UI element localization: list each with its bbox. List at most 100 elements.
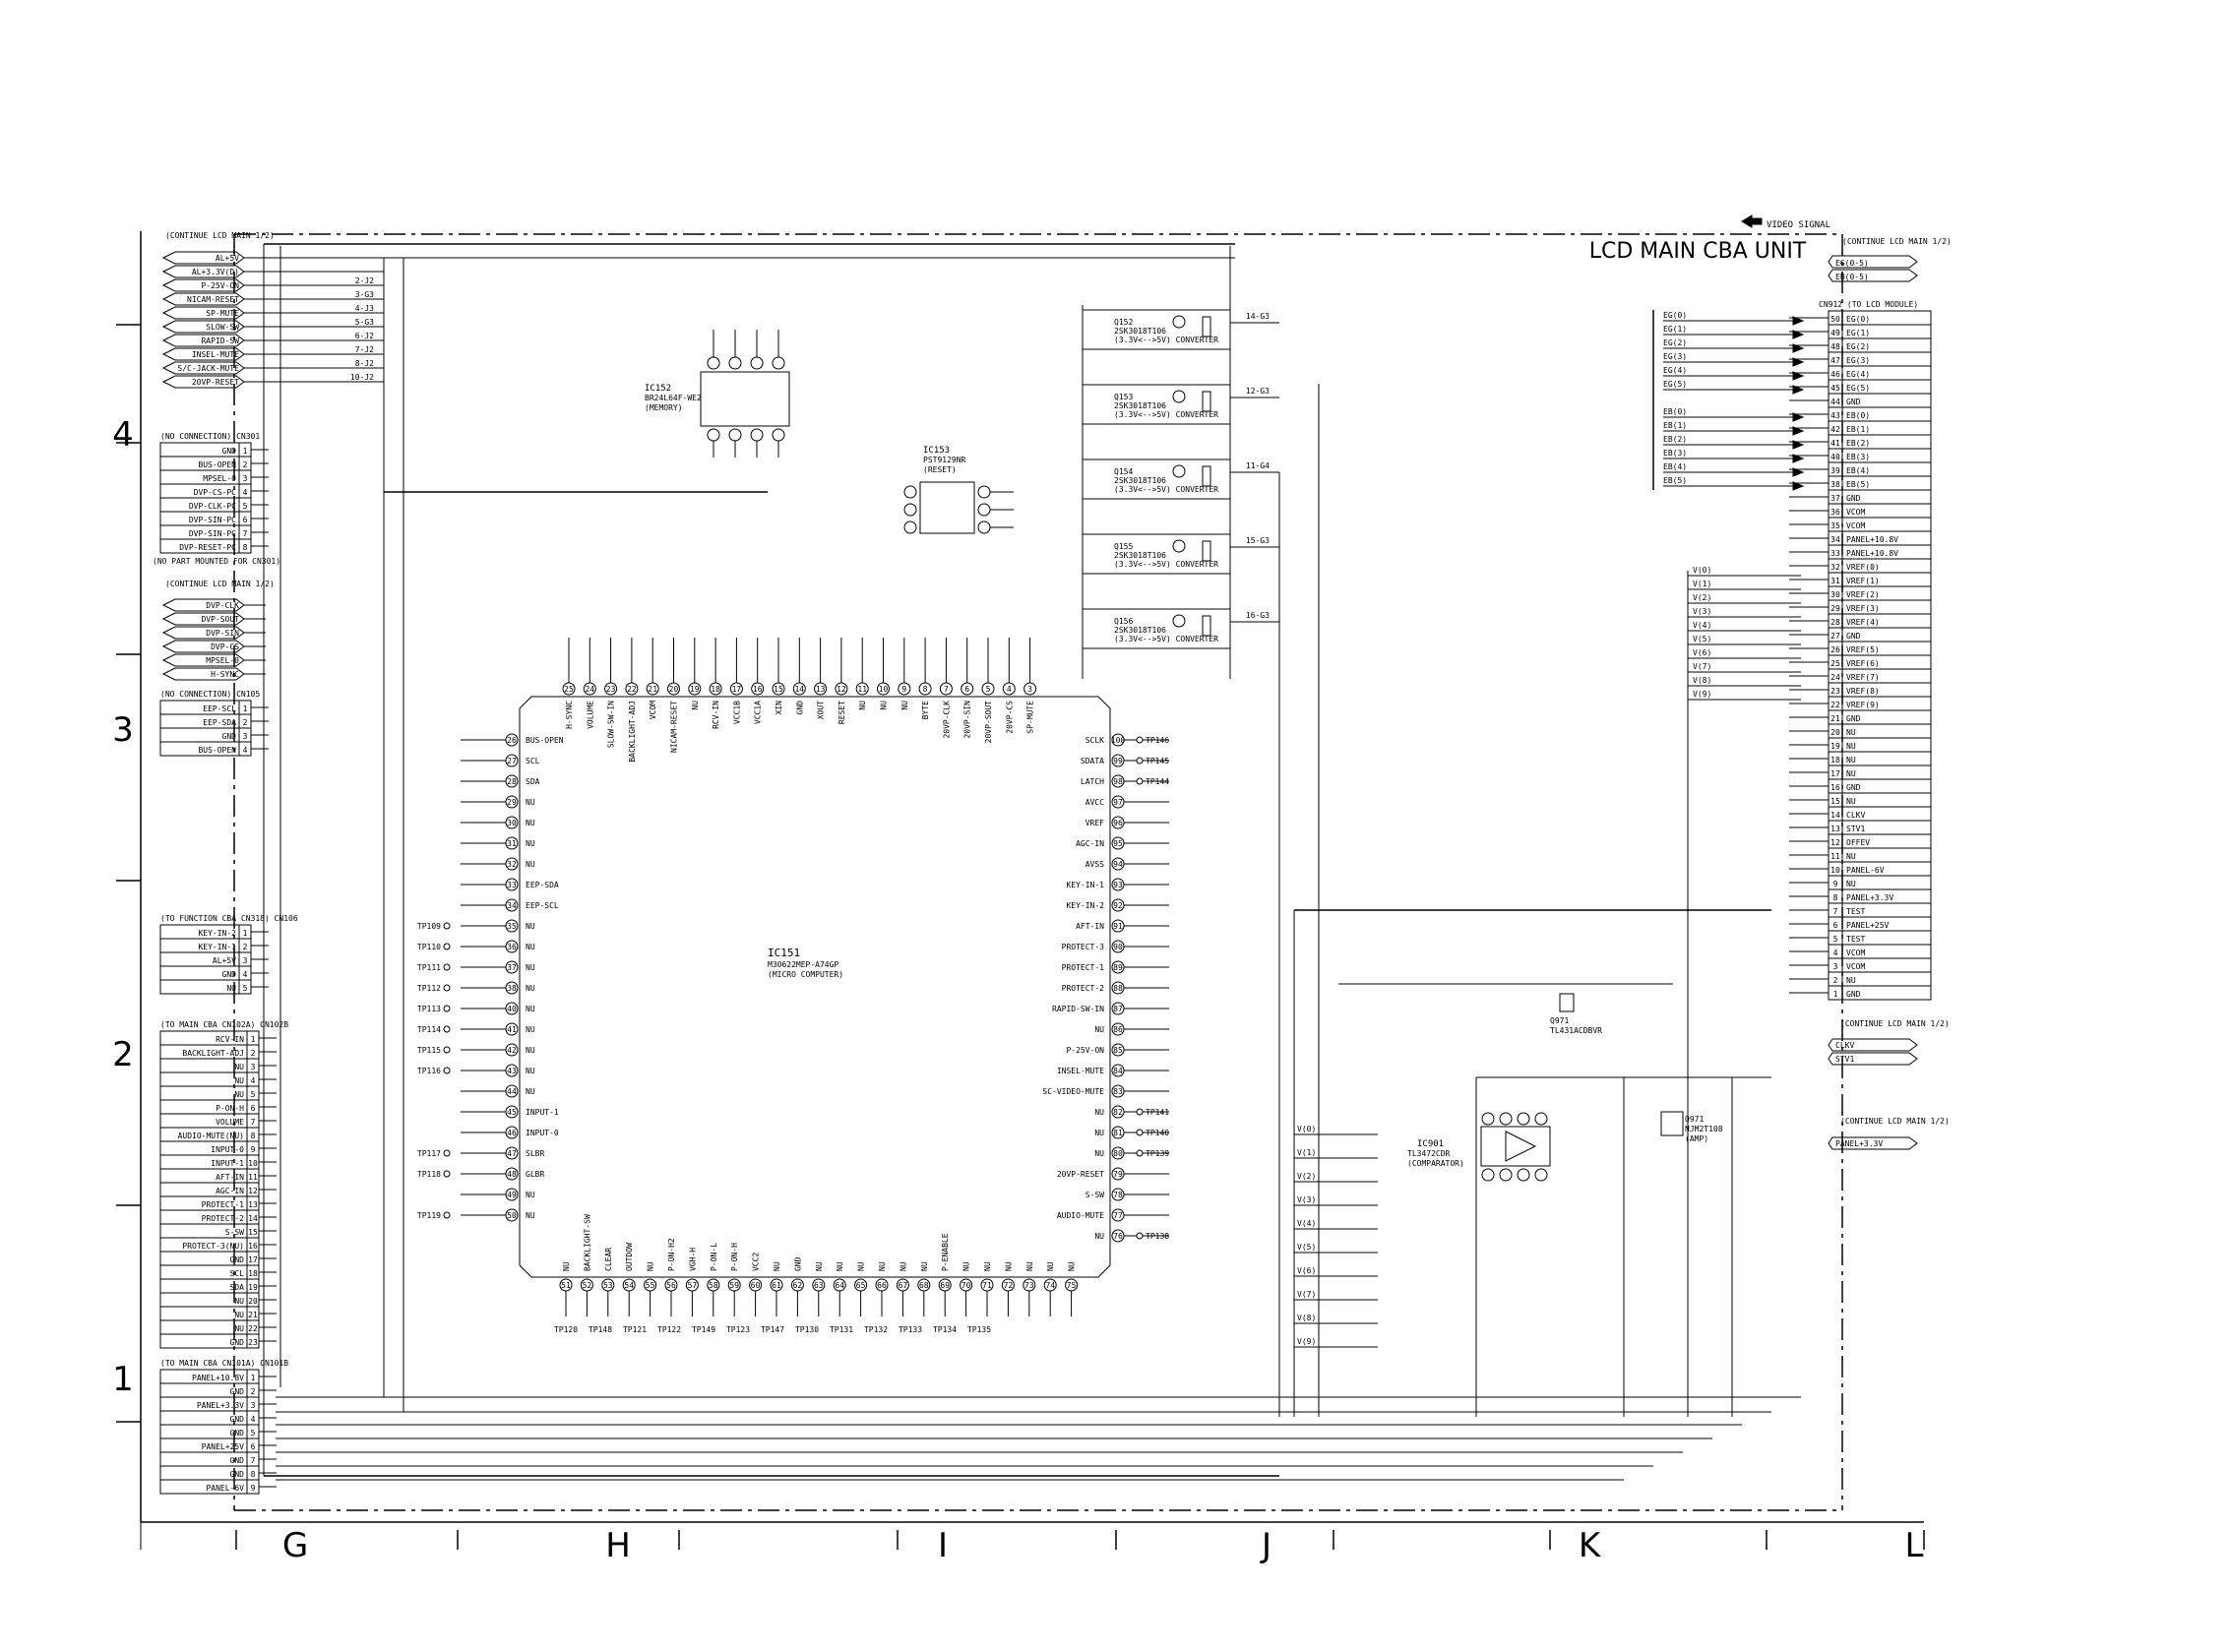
test-point-label: TP133 — [899, 1325, 922, 1334]
cn912-pin-number: 40 — [1830, 453, 1840, 461]
test-point-label: TP111 — [417, 963, 441, 972]
cn106-pin-name: NU — [226, 984, 236, 993]
ic151-left-pin-name: EEP-SCL — [526, 901, 559, 910]
ic151-right-pin-name: SDATA — [1081, 757, 1104, 765]
eg-input: EG(2) — [1663, 338, 1687, 347]
pin-number: 43 — [507, 1067, 517, 1075]
cn912-pin-name: NU — [1846, 852, 1856, 861]
ic151-top-pin-name: XIN — [775, 701, 783, 715]
bus-flag — [1828, 269, 1918, 282]
cn301-pin-name: MPSEL-0 — [203, 474, 236, 483]
cn912-pin-name: VREF(6) — [1846, 659, 1880, 668]
ic151-top-pin-name: BACKLIGHT-ADJ — [628, 701, 637, 763]
ic151-bottom-pin-name: NU — [836, 1261, 844, 1271]
ic151-bottom-pin-name: P-ON-H — [730, 1243, 739, 1271]
cn912-pin-number: 22 — [1830, 701, 1840, 709]
cn912-name-cell — [1841, 985, 1932, 1001]
cn301-pin-number: 7 — [243, 529, 248, 538]
test-point — [443, 922, 451, 930]
cn102b-pin-number: 2 — [251, 1049, 256, 1058]
vref-label: V(0) — [1693, 566, 1711, 575]
pin-number: 38 — [507, 984, 517, 993]
cn912-pin-name: EB(1) — [1846, 425, 1870, 434]
cn102b-pin-number: 5 — [251, 1090, 256, 1099]
ic151-right-pin-name: NU — [1094, 1025, 1104, 1034]
cn105-pin-number: 2 — [243, 718, 248, 727]
cn912-pin-number: 20 — [1830, 728, 1840, 737]
pin-number: 37 — [507, 963, 517, 972]
cn912-pin-number: 15 — [1830, 797, 1840, 806]
q971-ref: Q971 — [1685, 1115, 1704, 1124]
vref-label-bottom: V(6) — [1297, 1266, 1316, 1275]
test-point-label: TP138 — [1146, 1232, 1169, 1241]
cn106-pin-name: AL+5V — [213, 956, 236, 965]
ic151-top-pin-name: BYTE — [921, 701, 930, 719]
ic151-top-pin-name: NICAM-RESET — [670, 701, 679, 753]
eb-input: EB(4) — [1663, 462, 1687, 471]
cn912-pin-name: PANEL+3.3V — [1846, 893, 1893, 902]
ic901-pin — [1481, 1112, 1495, 1126]
cn912-pin-name: GND — [1846, 632, 1861, 641]
ic151-left-pin-name: NU — [526, 1005, 535, 1013]
pin-number: 10 — [879, 685, 889, 694]
pin-number: 86 — [1113, 1025, 1123, 1034]
pin-number: 49 — [507, 1191, 517, 1199]
test-point-label: TP123 — [726, 1325, 750, 1334]
grid-col-label: I — [938, 1526, 948, 1565]
cn912-pin-name: VREF(9) — [1846, 701, 1880, 709]
cn102b-pin-name: AUDIO-MUTE(NU) — [178, 1132, 244, 1140]
ic153-body — [919, 481, 975, 534]
test-point — [1136, 757, 1144, 765]
test-point-label: TP115 — [417, 1046, 441, 1055]
transistor-symbol — [1172, 390, 1186, 403]
cn102b-pin-name: BACKLIGHT-ADJ — [182, 1049, 244, 1058]
pin-number: 83 — [1113, 1087, 1123, 1096]
ic151-bottom-pin-name: P-ENABLE — [941, 1233, 950, 1271]
cn912-pin-number: 28 — [1830, 618, 1840, 627]
ic901-ref: IC901 — [1417, 1139, 1444, 1149]
pin-number: 95 — [1113, 839, 1123, 848]
pin-number: 8 — [923, 685, 928, 694]
pin-number: 15 — [774, 685, 783, 694]
cn912-pin-name: EG(2) — [1846, 342, 1870, 351]
signal-name: NICAM-RESET — [187, 295, 239, 304]
pin-number: 33 — [507, 881, 517, 889]
ic151-left-pin-name: NU — [526, 1025, 535, 1034]
signal-name: AL+3.3V(D) — [192, 268, 239, 276]
right-out-header: (CONTINUE LCD MAIN 1/2) — [1840, 1019, 1950, 1028]
cn912-pin-name: GND — [1846, 714, 1861, 723]
cn301-pin-name: GND — [222, 447, 237, 456]
comparator-symbol — [1505, 1131, 1537, 1162]
cn102b-pin-number: 12 — [248, 1187, 258, 1195]
cn912-pin-name: EG(5) — [1846, 384, 1870, 393]
ic151-bottom-pin-name: NU — [983, 1261, 992, 1271]
pin-number: 32 — [507, 860, 517, 869]
eg-input: EG(1) — [1663, 325, 1687, 334]
converter-desc: (3.3V<-->5V) CONVERTER — [1114, 410, 1218, 419]
ic901-pin — [1517, 1112, 1530, 1126]
ic151-right-pin-name: RAPID-SW-IN — [1052, 1005, 1104, 1013]
pin-number: 55 — [646, 1281, 655, 1290]
ic151-right-pin-name: SCLK — [1085, 736, 1104, 745]
transistor-symbol — [1172, 315, 1186, 329]
signal-arrow — [1792, 385, 1805, 395]
pin-number: 84 — [1113, 1067, 1123, 1075]
ic151-left-pin-name: NU — [526, 943, 535, 951]
cn102b-pin-number: 9 — [251, 1145, 256, 1154]
cn301-pin-number: 4 — [243, 488, 248, 497]
cn101b-pin-name: GND — [230, 1470, 245, 1479]
pin-number: 73 — [1024, 1281, 1034, 1290]
cn912-pin-name: NU — [1846, 976, 1856, 985]
converter-ref: Q152 — [1114, 318, 1133, 327]
test-point — [443, 943, 451, 950]
cn102b-pin-name: NU — [234, 1063, 244, 1071]
cn101b-pin-name: PANEL+10.8V — [192, 1374, 244, 1382]
pin-number: 93 — [1113, 881, 1123, 889]
eb-input: EB(3) — [1663, 449, 1687, 458]
pin-number: 17 — [732, 685, 742, 694]
cn912-pin-name: STV1 — [1846, 825, 1865, 833]
q973-body — [1559, 993, 1575, 1012]
cn102b-pin-number: 21 — [248, 1311, 258, 1319]
ic151-top-pin-name: 20VP-CLK — [942, 701, 951, 739]
ic151-top-pin-name: 20VP-CS — [1005, 701, 1014, 734]
